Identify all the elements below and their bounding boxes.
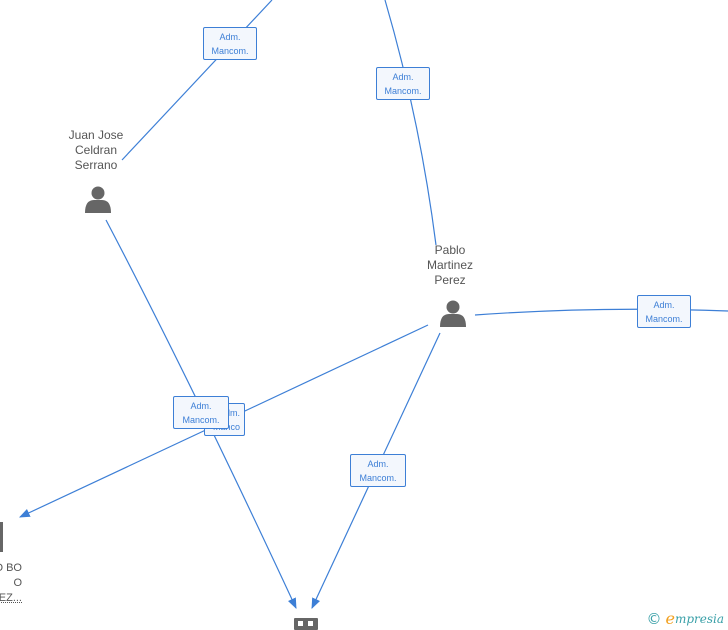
edge-label-pablo-right[interactable]: Adm. Mancom. xyxy=(637,295,691,328)
edge-label-top-juan[interactable]: Adm. Mancom. xyxy=(203,27,257,60)
edge-top-to-pablo xyxy=(384,0,437,246)
edge-top-to-juan xyxy=(121,0,273,161)
person-icon[interactable] xyxy=(438,298,468,328)
company-icon[interactable] xyxy=(294,618,318,630)
node-label-partial-left[interactable]: O BO O EZ... xyxy=(0,562,22,604)
edge-label-juan-company[interactable]: Adm. Mancom. xyxy=(173,396,229,429)
person-icon[interactable] xyxy=(83,184,113,214)
node-label-pablo[interactable]: Pablo Martinez Perez xyxy=(426,243,473,287)
edge-label-pablo-company[interactable]: Adm. Mancom. xyxy=(350,454,406,487)
empresia-watermark: © e mpresia xyxy=(646,609,724,628)
edge-pablo-to-mid xyxy=(229,324,429,419)
edge-pablo-right xyxy=(474,308,728,316)
edge-mid-to-left-node xyxy=(19,427,211,518)
partial-node-icon[interactable] xyxy=(0,522,6,552)
edge-label-top-pablo[interactable]: Adm. Mancom. xyxy=(376,67,430,100)
copyright-icon: © xyxy=(646,609,662,628)
node-label-juan[interactable]: Juan Jose Celdran Serrano xyxy=(68,128,124,172)
